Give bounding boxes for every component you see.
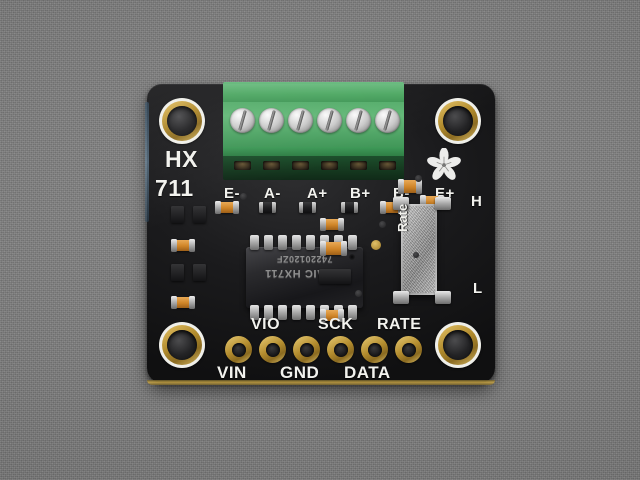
ic-pin1-dot bbox=[349, 254, 355, 260]
pcb-via bbox=[355, 290, 362, 297]
ic-leg bbox=[306, 305, 315, 320]
jumper-solder-tab-top-right bbox=[435, 197, 451, 210]
terminal-lip bbox=[223, 147, 404, 157]
ic-leg bbox=[292, 235, 301, 250]
terminal-port-6 bbox=[379, 161, 396, 170]
smd-component bbox=[171, 206, 184, 223]
adafruit-flower-logo bbox=[427, 147, 461, 182]
header-pad-data[interactable] bbox=[361, 336, 388, 363]
pcb-left-edge-trim bbox=[145, 102, 149, 222]
terminal-screw-3[interactable] bbox=[288, 108, 313, 133]
mounting-hole-top-right bbox=[435, 98, 481, 144]
ic-leg bbox=[278, 305, 287, 320]
pcb-via bbox=[413, 252, 419, 258]
hx711-breakout-pcb: HX 711 bbox=[145, 82, 495, 385]
silkscreen-part-name-top: HX bbox=[165, 146, 198, 172]
smd-component bbox=[171, 264, 184, 281]
smd-capacitor bbox=[398, 179, 422, 194]
mounting-hole-bore bbox=[167, 106, 197, 136]
ic-leg bbox=[264, 305, 273, 320]
header-pad-vin[interactable] bbox=[225, 336, 252, 363]
rate-jumper-switch[interactable] bbox=[401, 204, 437, 295]
ic-leg bbox=[306, 235, 315, 250]
mounting-hole-bore bbox=[443, 106, 473, 136]
terminal-port-2 bbox=[263, 161, 280, 170]
terminal-screw-2[interactable] bbox=[259, 108, 284, 133]
pad-hole bbox=[299, 342, 314, 357]
silkscreen-rate-high-label: H bbox=[471, 193, 483, 210]
terminal-port-1 bbox=[234, 161, 251, 170]
smd-capacitor bbox=[320, 309, 344, 322]
terminal-screw-4[interactable] bbox=[317, 108, 342, 133]
ic-leg bbox=[292, 305, 301, 320]
terminal-label-e-minus: E- bbox=[224, 185, 240, 202]
mounting-hole-bottom-left bbox=[159, 322, 205, 368]
header-pad-vio[interactable] bbox=[259, 336, 286, 363]
silkscreen-rate-label: Rate bbox=[395, 203, 410, 232]
terminal-screw-5[interactable] bbox=[346, 108, 371, 133]
silkscreen-label-vin: VIN bbox=[217, 363, 247, 382]
pcb-via bbox=[379, 221, 386, 228]
terminal-screw-6[interactable] bbox=[375, 108, 400, 133]
silkscreen-label-gnd: GND bbox=[280, 363, 320, 382]
smd-resistor bbox=[259, 202, 276, 213]
mounting-hole-top-left bbox=[159, 98, 205, 144]
pad-hole bbox=[265, 342, 280, 357]
pad-hole bbox=[231, 342, 246, 357]
mounting-hole-bore bbox=[443, 330, 473, 360]
terminal-label-a-plus: A+ bbox=[307, 185, 328, 202]
terminal-top-face bbox=[223, 82, 404, 104]
rate-center-via bbox=[371, 240, 381, 250]
smd-component bbox=[193, 206, 206, 223]
silkscreen-rate-low-label: L bbox=[473, 280, 483, 297]
smd-capacitor bbox=[320, 218, 344, 231]
ic-leg bbox=[264, 235, 273, 250]
pcb-bottom-edge-trim bbox=[147, 380, 495, 385]
jumper-solder-tab-bottom-right bbox=[435, 291, 451, 304]
smd-capacitor bbox=[171, 239, 195, 252]
pcb-via bbox=[240, 193, 247, 200]
pad-hole bbox=[333, 342, 348, 357]
silkscreen-part-name-bottom: 711 bbox=[155, 175, 194, 201]
terminal-label-a-minus: A- bbox=[264, 185, 281, 202]
smd-capacitor bbox=[215, 201, 239, 214]
smd-resistor bbox=[341, 202, 358, 213]
smd-capacitor bbox=[171, 296, 195, 309]
screw-terminal-block[interactable] bbox=[223, 82, 404, 182]
terminal-port-5 bbox=[350, 161, 367, 170]
smd-component bbox=[319, 269, 351, 284]
terminal-port-3 bbox=[292, 161, 309, 170]
ic-leg bbox=[250, 235, 259, 250]
ic-leg bbox=[250, 305, 259, 320]
pad-hole bbox=[367, 342, 382, 357]
silkscreen-label-rate: RATE bbox=[377, 316, 422, 333]
jumper-solder-tab-top-left bbox=[393, 197, 409, 210]
mounting-hole-bottom-right bbox=[435, 322, 481, 368]
smd-capacitor bbox=[320, 241, 347, 256]
terminal-label-b-plus: B+ bbox=[350, 185, 371, 202]
terminal-lower-body bbox=[223, 156, 404, 180]
pcb-via bbox=[415, 175, 422, 182]
silkscreen-label-vio: VIO bbox=[251, 316, 281, 333]
ic-leg bbox=[348, 235, 357, 250]
jumper-solder-tab-bottom-left bbox=[393, 291, 409, 304]
header-pad-rate[interactable] bbox=[395, 336, 422, 363]
header-pad-gnd[interactable] bbox=[293, 336, 320, 363]
silkscreen-label-data: DATA bbox=[344, 363, 391, 382]
silkscreen-label-sck: SCK bbox=[318, 316, 354, 333]
terminal-port-4 bbox=[321, 161, 338, 170]
terminal-screw-1[interactable] bbox=[230, 108, 255, 133]
ic-leg bbox=[348, 305, 357, 320]
ic-leg bbox=[278, 235, 287, 250]
header-pad-sck[interactable] bbox=[327, 336, 354, 363]
smd-resistor bbox=[299, 202, 316, 213]
mounting-hole-bore bbox=[167, 330, 197, 360]
pad-hole bbox=[401, 342, 416, 357]
jumper-texture bbox=[403, 206, 435, 293]
smd-component bbox=[193, 264, 206, 281]
